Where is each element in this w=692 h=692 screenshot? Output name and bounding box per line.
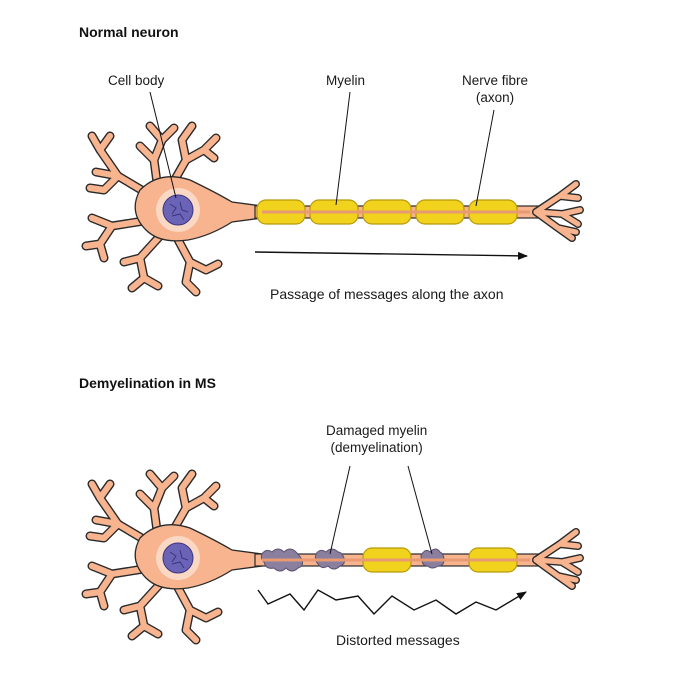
- distorted-caption: Distorted messages: [336, 632, 460, 648]
- nerve-fibre-label-line1: Nerve fibre: [462, 73, 529, 88]
- damaged-myelin-label-line2: (demyelination): [330, 440, 423, 455]
- nerve-fibre-label: Nerve fibre (axon): [462, 72, 528, 106]
- ms-neuron: [86, 465, 580, 640]
- normal-axon-terminal: [536, 184, 580, 238]
- ms-title: Demyelination in MS: [79, 375, 216, 391]
- passage-arrow: [254, 251, 528, 260]
- ms-dendrites-and-soma: [86, 474, 262, 640]
- damaged-myelin-label-line1: Damaged myelin: [326, 423, 428, 438]
- myelin-leader-line: [335, 91, 351, 206]
- passage-caption: Passage of messages along the axon: [270, 286, 504, 302]
- damaged-leader-line-1: [329, 465, 351, 555]
- damaged-leader-line-2: [407, 465, 433, 555]
- cell-body-leader-line: [149, 91, 177, 199]
- damaged-myelin-label: Damaged myelin (demyelination): [326, 422, 427, 456]
- normal-neuron-title: Normal neuron: [79, 24, 179, 40]
- cell-body-label: Cell body: [108, 73, 165, 88]
- nerve-fibre-label-line2: (axon): [475, 90, 515, 105]
- ms-axon-terminal: [536, 532, 580, 586]
- nerve-fibre-leader-line: [475, 109, 495, 207]
- normal-dendrites-and-soma: [86, 126, 262, 292]
- normal-neuron: [86, 91, 580, 292]
- distorted-arrow: [257, 589, 527, 616]
- myelin-label: Myelin: [326, 73, 366, 88]
